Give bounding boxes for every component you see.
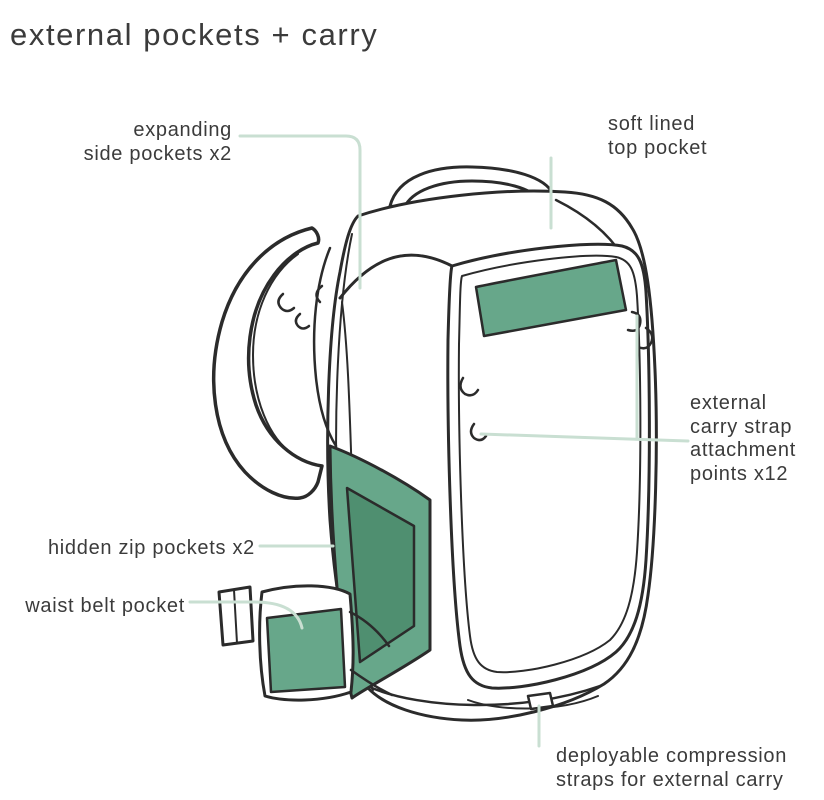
label-deployable-compression: deployable compression straps for extern…	[556, 745, 788, 791]
page-title: external pockets + carry	[10, 16, 379, 52]
strap-buckle	[526, 691, 555, 711]
strap-loop-1	[277, 292, 296, 313]
front-loop-2	[469, 422, 488, 442]
label-soft-lined-top-pocket: soft lined top pocket	[608, 113, 708, 159]
lid-seam	[338, 253, 454, 300]
base-seam	[370, 684, 602, 707]
shoulder-strap-seam	[252, 253, 299, 456]
shoulder-strap	[212, 226, 324, 500]
side-pocket-inner	[345, 486, 416, 664]
right-loop-1	[626, 310, 642, 332]
leader-expanding-side-pockets	[238, 134, 362, 290]
label-external-carry-straps: external carry strap attachment points x…	[690, 392, 796, 485]
leader-external-carry-horizontal	[479, 432, 690, 443]
second-strap	[312, 246, 338, 448]
lid-tab	[315, 284, 324, 304]
waist-pocket-green	[265, 607, 347, 694]
waist-strap-line	[233, 589, 238, 644]
label-expanding-side-pockets: expanding side pockets x2	[83, 119, 232, 165]
leader-lines	[188, 134, 690, 748]
right-loop-2	[636, 326, 654, 350]
strap-loop-2	[294, 312, 311, 330]
front-panel	[446, 242, 651, 690]
label-hidden-zip-pockets: hidden zip pockets x2	[47, 537, 255, 559]
waist-webbing-1	[348, 610, 391, 648]
leader-waist-belt-pocket	[188, 600, 304, 630]
top-pocket-green	[474, 258, 628, 338]
backpack-illustration	[212, 165, 658, 722]
front-loop-1	[459, 376, 480, 397]
label-waist-belt-pocket: waist belt pocket	[25, 595, 185, 617]
front-panel-stitch	[457, 254, 642, 674]
